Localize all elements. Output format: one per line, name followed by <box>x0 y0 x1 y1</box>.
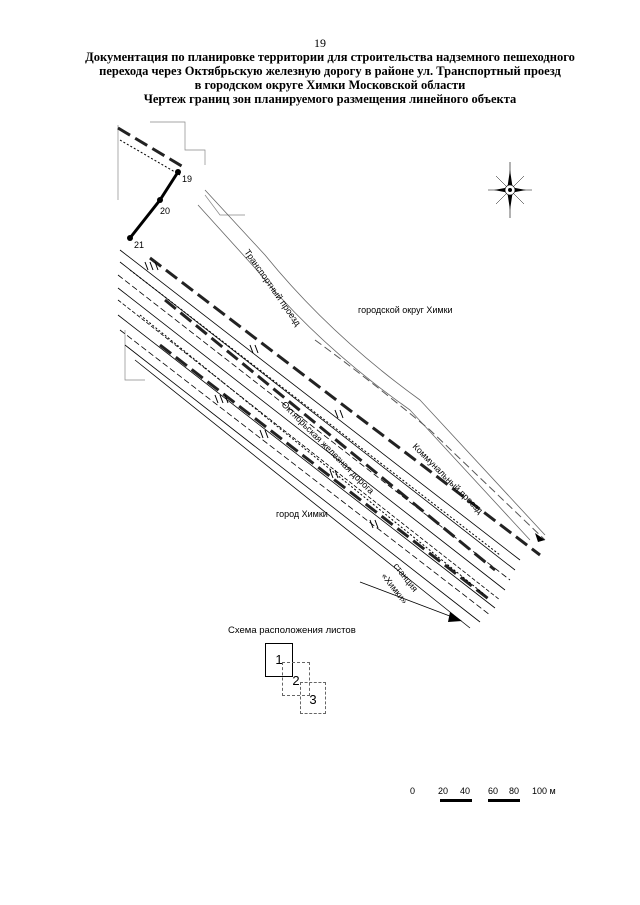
sheet-1: 1 <box>265 643 293 677</box>
transport-road-lines <box>197 189 546 541</box>
station-arrow <box>359 581 462 622</box>
communal-road-line <box>314 339 546 541</box>
scale-segment-2 <box>488 799 520 802</box>
point-19-label: 19 <box>182 174 192 184</box>
document-title: Документация по планировке территории дл… <box>60 50 600 106</box>
point-21-label: 21 <box>134 240 144 250</box>
city-label: город Химки <box>276 509 328 519</box>
title-line-2: перехода через Октябрьскую железную доро… <box>99 64 561 78</box>
sheet-2-label: 2 <box>292 673 300 688</box>
scale-tick-100: 100 м <box>532 786 556 796</box>
building-outlines <box>117 121 245 381</box>
point-21-marker <box>127 235 133 241</box>
title-line-3: в городском округе Химки Московской обла… <box>194 78 466 92</box>
hatch-lines <box>119 139 501 596</box>
planning-boundary <box>117 126 541 602</box>
communal-road-label: Коммунальный проезд <box>411 441 486 516</box>
compass-rose-icon <box>488 162 532 218</box>
communal-road-arrow-icon <box>535 533 545 542</box>
scale-tick-80: 80 <box>509 786 520 796</box>
scale-tick-40: 40 <box>460 786 471 796</box>
point-20-label: 20 <box>160 206 170 216</box>
scale-segment-1 <box>440 799 472 802</box>
sheet-2: 2 <box>282 662 310 696</box>
scale-tick-60: 60 <box>488 786 499 796</box>
transport-road-label: Транспортный проезд <box>242 247 303 328</box>
railway-tracks <box>117 249 521 629</box>
district-label: городской округ Химки <box>358 305 453 315</box>
scale-tick-0: 0 <box>410 786 416 796</box>
point-20-marker <box>157 197 163 203</box>
title-line-1: Документация по планировке территории дл… <box>85 50 575 64</box>
sheet-scheme-title: Схема расположения листов <box>228 625 356 636</box>
title-line-4: Чертеж границ зон планируемого размещени… <box>143 92 517 106</box>
track-ticks <box>144 261 379 529</box>
point-19-marker <box>175 169 181 175</box>
sheet-3-label: 3 <box>309 692 317 707</box>
scale-tick-20: 20 <box>438 786 449 796</box>
page-number: 19 <box>314 36 326 50</box>
sheet-3: 3 <box>300 682 326 714</box>
crossing-segment <box>127 169 181 241</box>
sheet-1-label: 1 <box>275 652 283 667</box>
